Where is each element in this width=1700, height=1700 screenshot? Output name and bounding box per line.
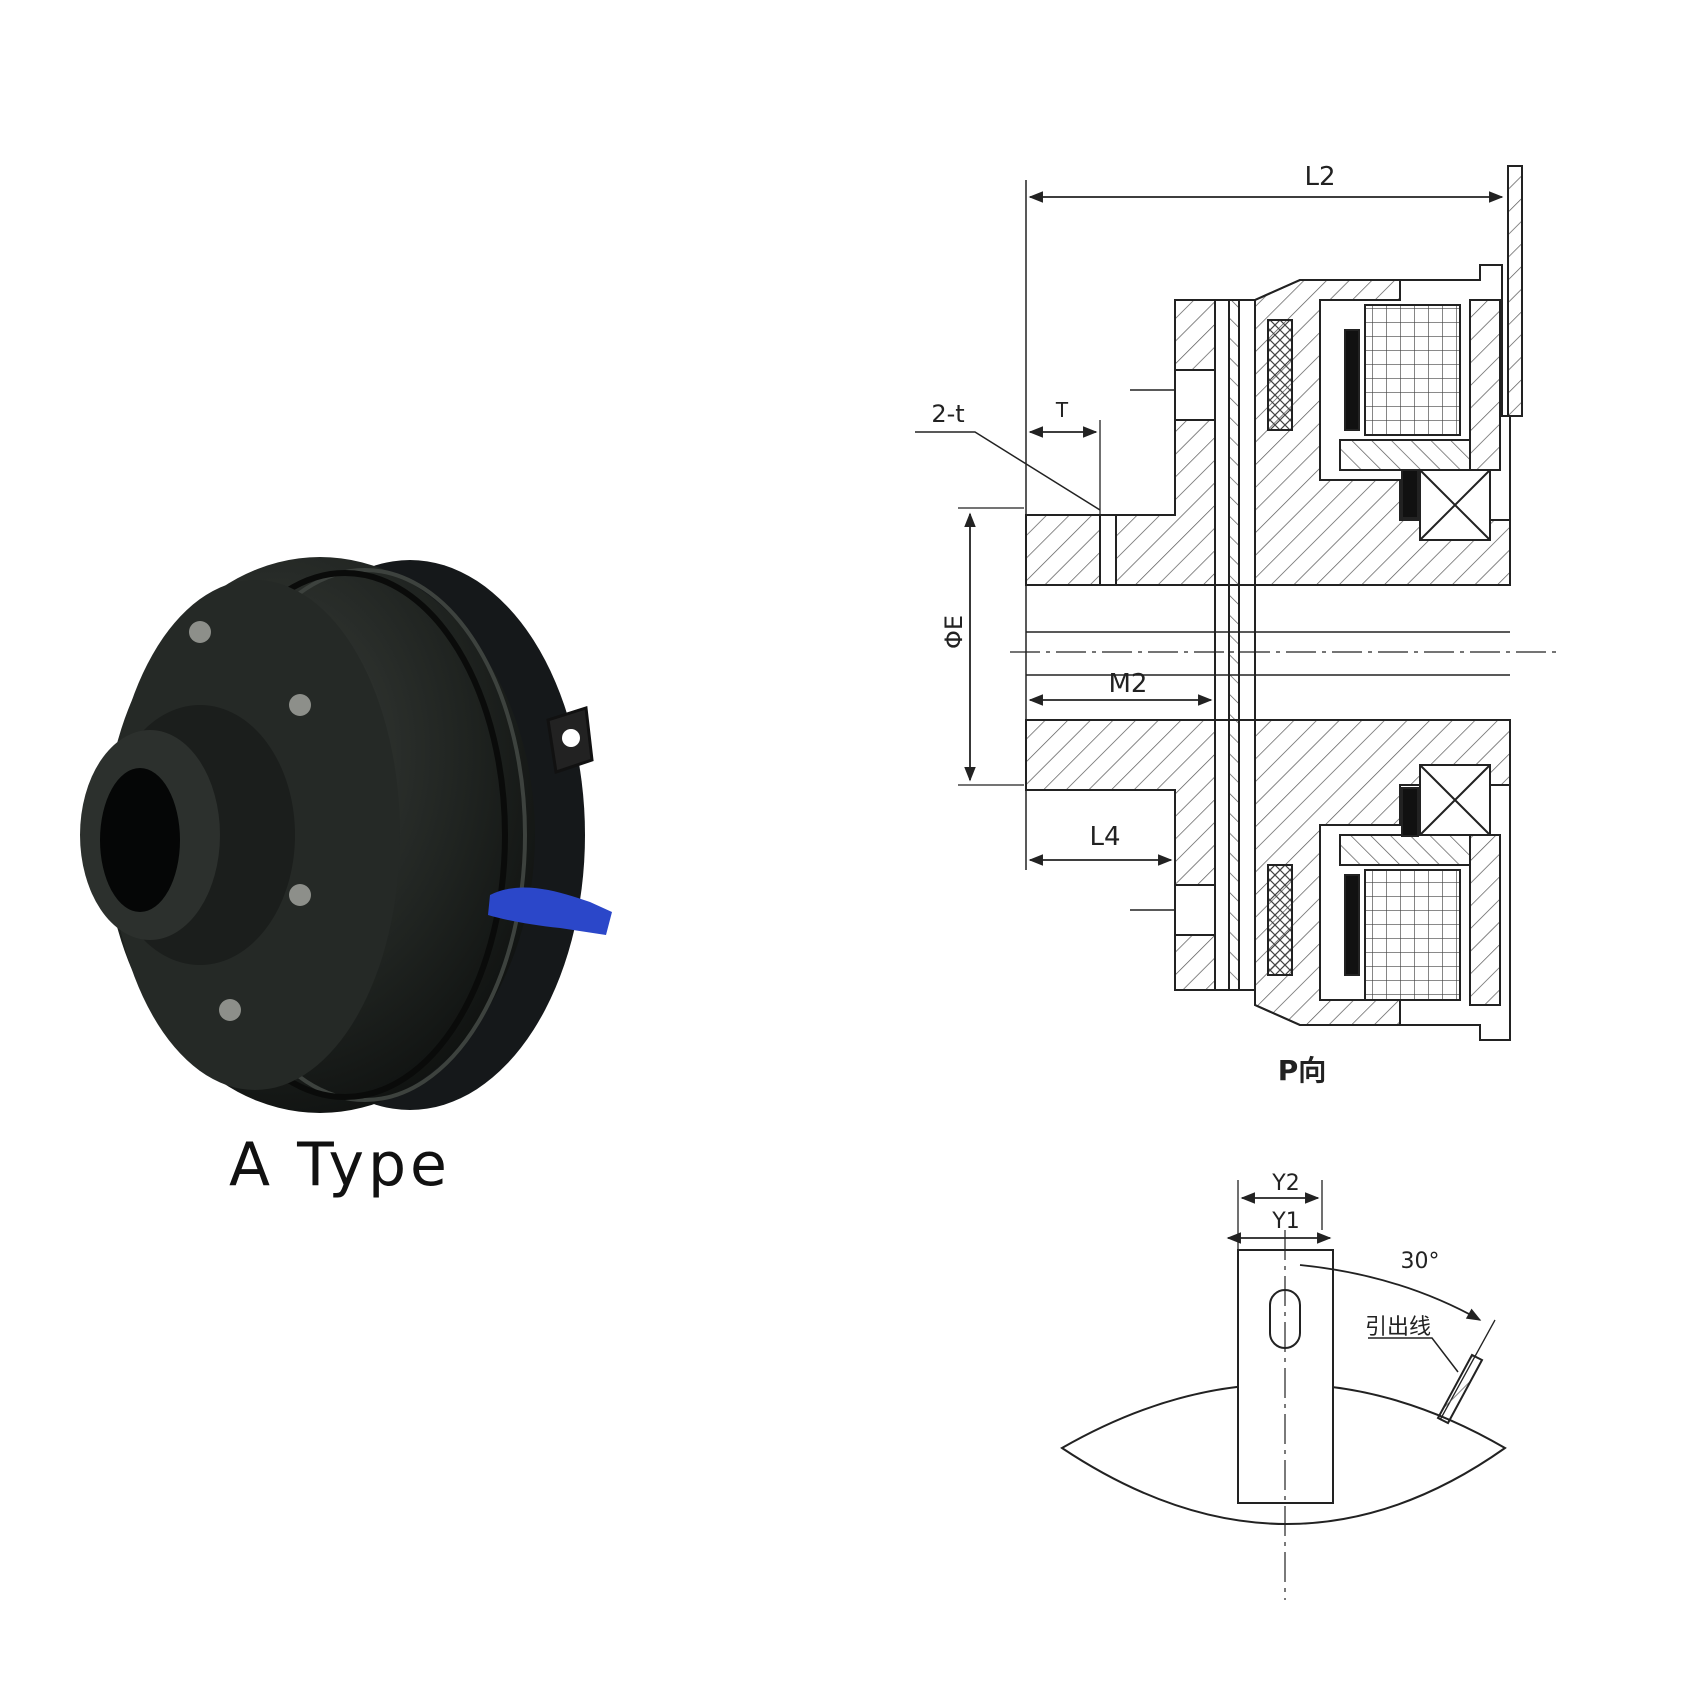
p-view (1060, 1180, 1507, 1600)
bolt-hole (189, 621, 211, 643)
angle-label: 30° (1401, 1249, 1440, 1274)
angle-arc (1299, 1264, 1482, 1321)
t-label: T (1055, 398, 1069, 422)
bolt-hole (289, 694, 311, 716)
bolt-hole (289, 884, 311, 906)
l4-label: L4 (1089, 822, 1120, 852)
lead-wire (488, 887, 612, 935)
bearing-cross (1419, 764, 1491, 836)
field-housing-outline (1400, 264, 1511, 520)
lead-wire-leader (1368, 1337, 1459, 1373)
spring-pin (1174, 369, 1216, 421)
friction-lining (1267, 319, 1293, 431)
mounting-tab-hole (562, 729, 580, 747)
coil-winding-upper (1364, 304, 1461, 436)
shaft-bore (100, 768, 180, 912)
section-view (915, 165, 1560, 1041)
m2-label: M2 (1109, 669, 1148, 699)
field-housing-wall (1469, 834, 1501, 1006)
bolt-hole (219, 999, 241, 1021)
field-housing-outline (1400, 785, 1511, 1041)
set-screw-hole (1099, 514, 1117, 586)
y1-label: Y1 (1271, 1209, 1299, 1234)
spring-pin (1174, 884, 1216, 936)
y2-label: Y2 (1271, 1171, 1299, 1196)
field-housing-wall (1469, 299, 1501, 471)
friction-lining (1267, 864, 1293, 976)
bearing-retainer (1401, 469, 1419, 519)
friction-disc (1214, 299, 1230, 991)
lead-wire-symbol (1436, 1353, 1484, 1425)
lead-wire-label: 引出线 (1365, 1315, 1431, 1340)
coil-winding-lower (1364, 869, 1461, 1001)
product-caption: A Type (229, 1130, 451, 1200)
hub-section-upper (1025, 299, 1216, 586)
coil-base (1339, 439, 1471, 471)
coil-base (1339, 834, 1471, 866)
rotor-outline-lower (1254, 719, 1511, 1026)
two-t-label: 2-t (931, 400, 964, 428)
clutch-product-photo (80, 557, 612, 1113)
hub-section-lower (1025, 719, 1216, 991)
view-direction-label: P向 (1278, 1054, 1327, 1087)
two-t-leader (915, 431, 1101, 511)
phi-e-label: ΦE (940, 615, 968, 649)
friction-disc-hatch (1228, 299, 1240, 991)
bearing-retainer (1401, 787, 1419, 837)
coil-insulation (1344, 329, 1360, 431)
l2-label: L2 (1304, 162, 1335, 192)
coil-insulation (1344, 874, 1360, 976)
armature-plate-hatch (1507, 165, 1523, 417)
spacer (1238, 299, 1256, 991)
bearing-cross (1419, 469, 1491, 541)
